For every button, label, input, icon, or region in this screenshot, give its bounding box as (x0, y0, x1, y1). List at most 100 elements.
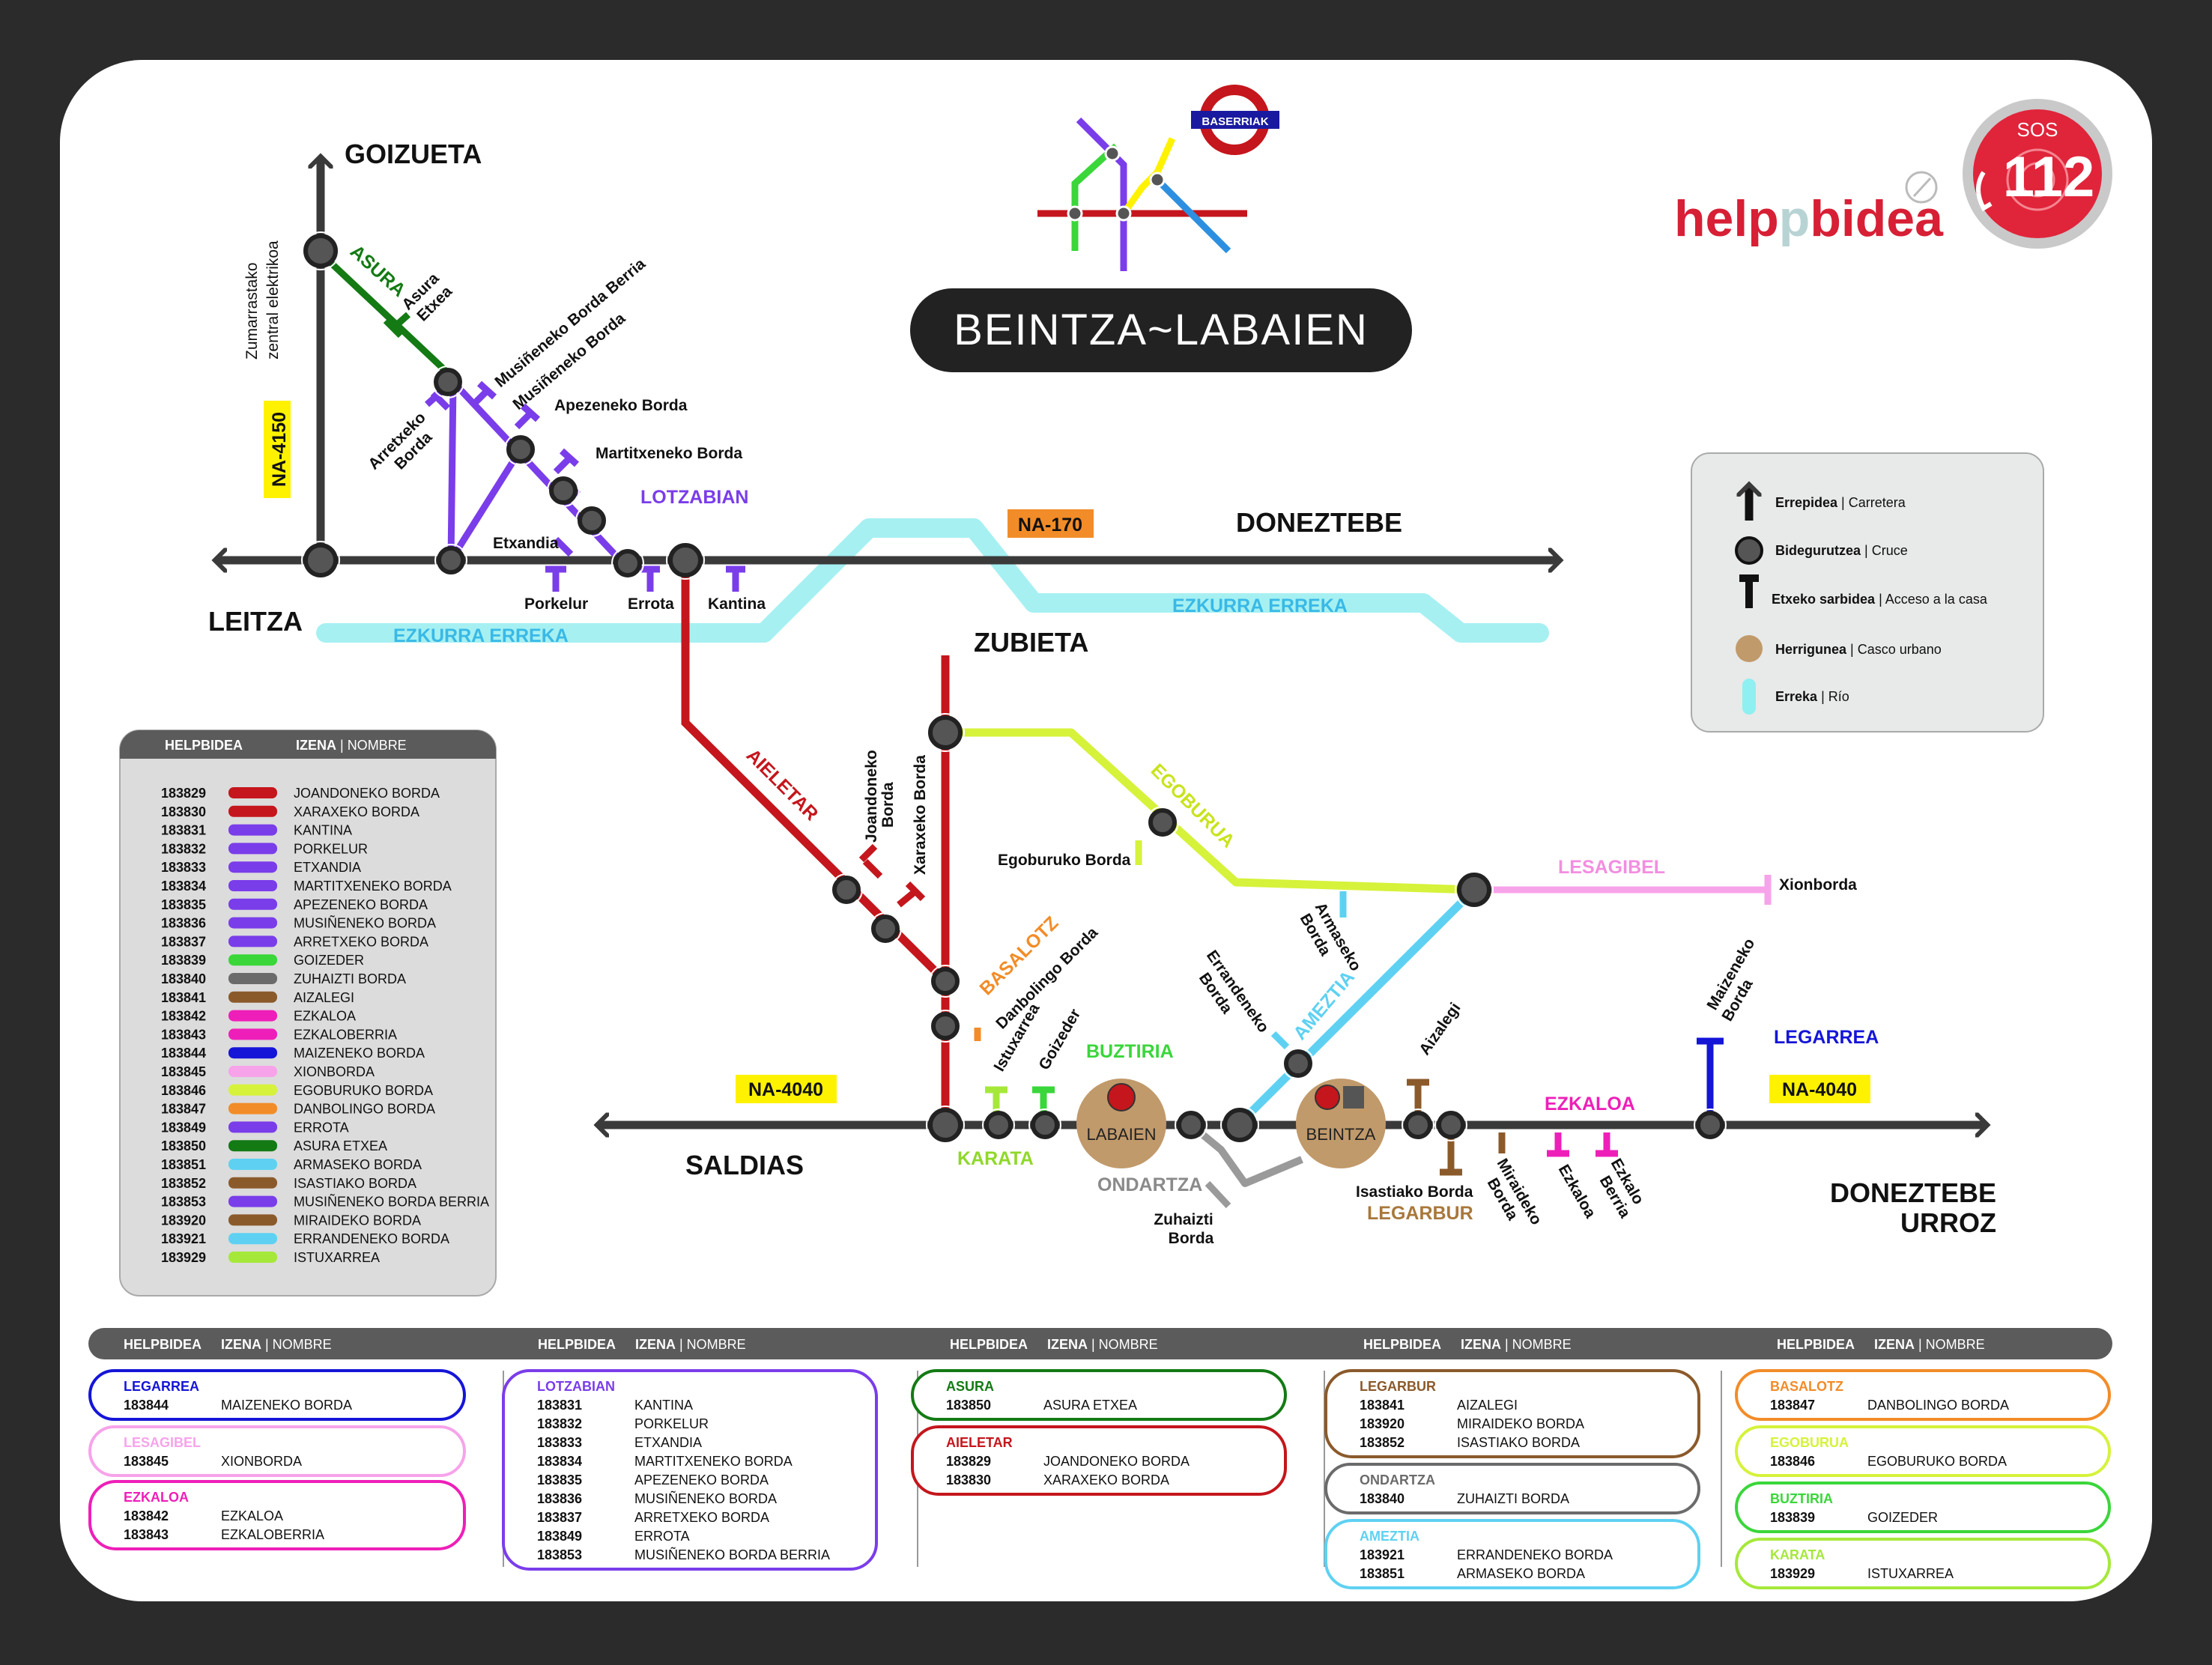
group-box (1735, 1538, 2111, 1589)
map-board (60, 60, 2152, 1601)
left-table-name: MAIZENEKO BORDA (294, 1046, 425, 1061)
group-code: 183850 (946, 1398, 991, 1413)
left-table-swatch (228, 1066, 277, 1077)
beintza-label: BEINTZA (1306, 1125, 1376, 1144)
group-code: 183846 (1770, 1454, 1815, 1469)
group-title: EZKALOA (124, 1490, 189, 1505)
left-table-code: 183829 (161, 786, 206, 801)
label-errota: Errota (628, 595, 674, 613)
junction-nodes (301, 231, 1727, 1144)
group-code: 183833 (537, 1435, 582, 1450)
left-table-code: 183929 (161, 1250, 206, 1265)
place-goizueta: GOIZUETA (345, 139, 482, 169)
group-title: AIELETAR (946, 1435, 1013, 1450)
left-table-name: EGOBURUKO BORDA (294, 1083, 433, 1098)
place-leitza: LEITZA (208, 606, 303, 637)
junction-node-ring (504, 433, 537, 466)
place-zubieta: ZUBIETA (974, 627, 1088, 658)
town-beintza: BEINTZA (1296, 1079, 1386, 1168)
ezkurra-river (316, 518, 1549, 643)
left-table-code: 183836 (161, 916, 206, 931)
left-table-head-helpbidea: HELPBIDEA (165, 738, 243, 753)
group-code: 183843 (124, 1527, 169, 1542)
group-name: AIZALEGI (1457, 1398, 1518, 1413)
group-name: MUSIÑENEKO BORDA (634, 1490, 777, 1506)
left-table-swatch (228, 1028, 277, 1040)
place-urroz: URROZ (1900, 1207, 1996, 1238)
group-code: 183849 (537, 1529, 582, 1544)
group-title: KARATA (1770, 1547, 1825, 1562)
group-box (1735, 1481, 2111, 1533)
left-table-code: 183841 (161, 990, 206, 1005)
left-table-name: XIONBORDA (294, 1064, 375, 1079)
legend-river: Erreka | Río (1775, 689, 1849, 704)
left-table-swatch (228, 787, 277, 798)
left-table-code: 183840 (161, 971, 206, 986)
left-table-code: 183847 (161, 1102, 206, 1117)
legend-house-icon (1739, 574, 1759, 608)
junction-node-ring (869, 912, 902, 945)
group-title: ONDARTZA (1360, 1473, 1435, 1487)
left-table-name: ARMASEKO BORDA (294, 1157, 422, 1172)
group-title: AMEZTIA (1360, 1529, 1419, 1544)
junction-node (832, 876, 861, 904)
place-saldias: SALDIAS (685, 1150, 804, 1180)
left-table-name: ERROTA (294, 1120, 349, 1135)
left-table-name: DANBOLINGO BORDA (294, 1102, 435, 1117)
left-table-name: PORKELUR (294, 841, 368, 856)
group-name: DANBOLINGO BORDA (1867, 1398, 2009, 1413)
group-code: 183841 (1360, 1398, 1405, 1413)
junction-node (871, 915, 900, 943)
junction-node-ring (830, 873, 863, 906)
label-zuhaizti-1: Zuhaizti (1154, 1211, 1213, 1228)
na4040-badge-1 (736, 1075, 837, 1103)
group-name: ARRETXEKO BORDA (634, 1510, 769, 1525)
label-ezkaloa: EZKALOA (1545, 1094, 1635, 1114)
group-name: EGOBURUKO BORDA (1867, 1454, 2007, 1469)
left-table-name: ZUHAIZTI BORDA (294, 971, 406, 986)
left-table-name: EZKALOA (294, 1009, 356, 1024)
group-title: LEGARREA (124, 1379, 199, 1394)
junction-node (1457, 873, 1491, 907)
junction-node-ring (1455, 870, 1494, 909)
left-table-code: 183837 (161, 934, 206, 949)
group-box (1324, 1369, 1700, 1458)
left-table-name: EZKALOBERRIA (294, 1027, 397, 1042)
group-box (88, 1480, 466, 1550)
left-table-swatch (228, 1233, 277, 1245)
junction-node (437, 546, 465, 574)
group-code: 183853 (537, 1547, 582, 1562)
group-name: MUSIÑENEKO BORDA BERRIA (634, 1547, 830, 1562)
junction-node (303, 234, 338, 268)
group-title: LESAGIBEL (124, 1435, 201, 1450)
group-name: XIONBORDA (221, 1454, 302, 1469)
group-name: MAIZENEKO BORDA (221, 1398, 352, 1413)
left-table-swatch (228, 935, 277, 947)
label-martitxeneko: Martitxeneko Borda (596, 445, 742, 462)
group-name: JOANDONEKO BORDA (1043, 1454, 1190, 1469)
junction-node-ring (1434, 1109, 1467, 1141)
label-buztiria: BUZTIRIA (1086, 1041, 1174, 1062)
label-lesagibel: LESAGIBEL (1558, 857, 1665, 878)
left-table-name: AIZALEGI (294, 990, 354, 1005)
left-table-swatch (228, 880, 277, 891)
left-table-code: 183843 (161, 1027, 206, 1042)
left-table-code: 183851 (161, 1157, 206, 1172)
junction-node (549, 476, 578, 505)
na4040-badge-2 (1769, 1075, 1870, 1103)
junction-node-ring (666, 541, 705, 580)
group-code: 183920 (1360, 1416, 1405, 1431)
group-name: ZUHAIZTI BORDA (1457, 1491, 1569, 1506)
bottom-head-name: IZENA | NOMBRE (1874, 1337, 1985, 1352)
label-joandoneko-1: Joandoneko (863, 750, 880, 843)
left-table-name: XARAXEKO BORDA (294, 804, 419, 819)
left-table-code: 183852 (161, 1176, 206, 1191)
left-table-code: 183853 (161, 1195, 206, 1210)
group-code: 183839 (1770, 1510, 1815, 1525)
label-legarrea: LEGARREA (1774, 1027, 1879, 1048)
label-zumarrastako-2: zentral elektrikoa (264, 240, 282, 360)
ondartza-line (1188, 1122, 1303, 1187)
junction-node (931, 967, 960, 995)
phone-icon (1976, 171, 1993, 212)
ameztia-line (1237, 887, 1477, 1126)
